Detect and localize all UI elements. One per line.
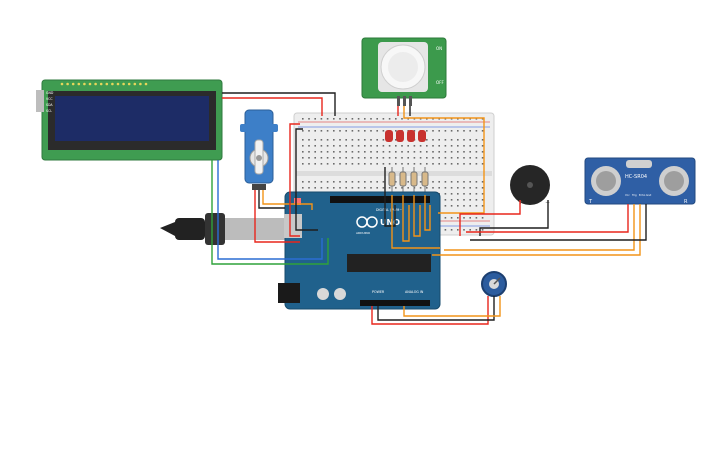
wires [211,92,647,325]
power-analog-header [360,300,430,306]
led-3[interactable] [407,130,415,142]
wire-pir-signal[interactable] [403,106,485,214]
wire-ultrasonic-trig[interactable] [444,204,635,251]
wire-buzzer-pos[interactable] [459,200,521,236]
wire-led-2[interactable] [391,195,440,249]
servo-motor[interactable] [240,109,278,190]
potentiometer[interactable] [481,271,507,297]
arduino-logo [356,216,378,228]
usb-port [284,214,302,238]
wire-pot-vcc[interactable] [371,296,489,325]
wire-ultrasonic-gnd[interactable] [470,204,647,241]
ultrasonic-corner-t: T [588,199,593,205]
digital-header [330,196,430,203]
barrel-plug[interactable] [160,213,285,245]
led-4[interactable] [418,130,426,142]
led-1[interactable] [385,130,393,142]
arduino-model-text: UNO [380,218,400,227]
ultrasonic-model-label: HC-SR04 [625,174,647,180]
wire-lcd-sda[interactable] [211,160,329,265]
reset-button[interactable] [294,198,301,205]
resistor-2[interactable] [399,167,407,195]
wire-lcd-scl[interactable] [217,160,323,260]
lcd-pin-vcc: VCC [46,97,53,101]
resistor-3[interactable] [410,167,418,195]
resistor-4[interactable] [421,167,429,195]
wire-pot-signal[interactable] [403,296,501,317]
capacitor-2 [334,288,346,300]
ultrasonic-pin-trig: Trig [632,193,637,197]
lcd-header-pins [60,82,148,86]
lcd-pin-gnd: GND [46,91,54,95]
resistor-group [388,167,429,195]
wire-led-4[interactable] [413,195,421,237]
wire-led-3[interactable] [402,195,410,242]
pir-sensor[interactable]: ON OFF [361,37,447,106]
resistor-1[interactable] [388,167,396,195]
capacitor-1 [317,288,329,300]
arduino-uno[interactable]: UNO ARDUINO DIGITAL (PWM~) POWER ANALOG … [278,191,441,310]
wire-lcd-vcc[interactable] [222,97,323,116]
atmega-chip [347,254,431,272]
wire-lcd-gnd[interactable] [222,92,336,116]
lcd-i2c-header [36,90,44,112]
wire-servo-signal[interactable] [262,190,313,210]
lcd-display[interactable]: GND VCC SDA SCL [36,79,223,161]
wire-led-1[interactable] [384,167,396,227]
wire-servo-power[interactable] [254,190,300,243]
wire-rail-red[interactable] [289,123,300,237]
ultrasonic-sensor[interactable]: HC-SR04 T R Vcc Trig Echo Gnd [584,157,696,205]
led-group [385,130,426,142]
ultrasonic-pin-gnd: Gnd [646,193,652,197]
wire-ultrasonic-echo[interactable] [432,204,641,256]
arduino-brand-text: ARDUINO [356,231,371,235]
power-jack [278,283,300,303]
ultrasonic-pin-vcc: Vcc [625,193,630,197]
digital-label: DIGITAL (PWM~) [376,208,403,212]
wire-pot-gnd[interactable] [377,296,495,321]
pir-label-off: OFF [436,80,444,85]
lcd-pin-scl: SCL [46,109,52,113]
analog-label: ANALOG IN [405,290,424,294]
wire-led-5[interactable] [424,195,431,231]
wire-ultrasonic-vcc[interactable] [466,204,629,233]
wire-rail-black[interactable] [295,128,318,231]
ultrasonic-corner-r: R [684,199,688,205]
pir-label-on: ON [436,46,442,51]
piezo-buzzer[interactable]: + − [510,165,550,206]
led-2[interactable] [396,130,404,142]
power-label: POWER [372,290,385,294]
wire-servo-gnd[interactable] [258,190,285,209]
lcd-pin-sda: SDA [46,103,53,107]
ultrasonic-pin-echo: Echo [639,193,646,197]
